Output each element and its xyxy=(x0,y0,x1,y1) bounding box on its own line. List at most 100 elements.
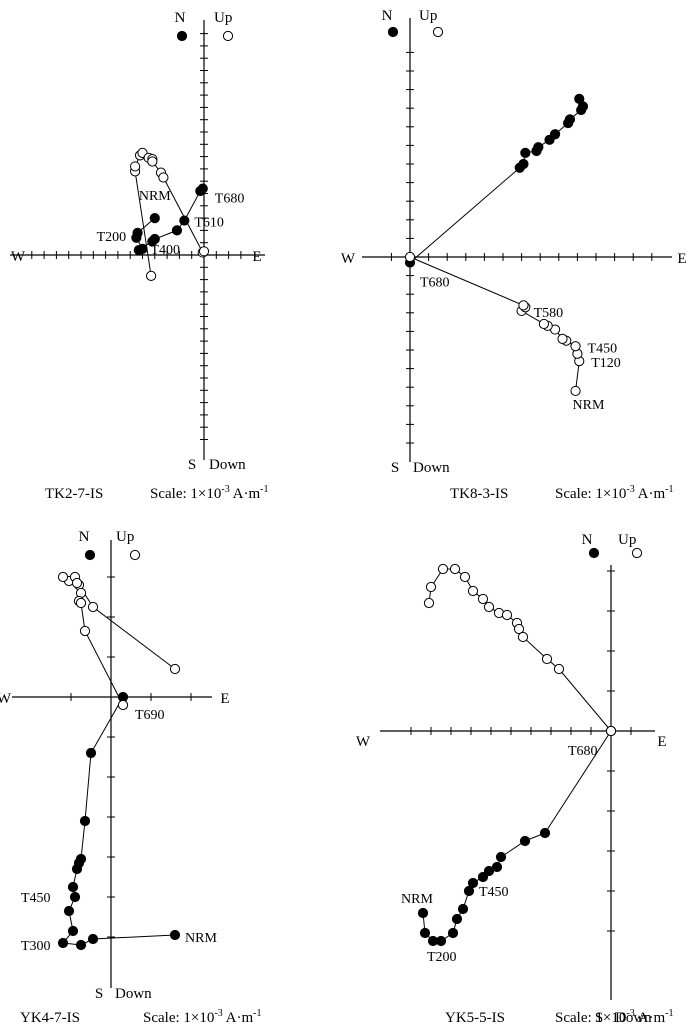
open-data-point xyxy=(404,251,416,263)
west-label: W xyxy=(356,734,371,750)
step-label-t200: T200 xyxy=(97,230,127,245)
north-label: N xyxy=(582,532,593,548)
filled-data-point xyxy=(491,861,503,873)
open-data-point xyxy=(79,625,91,637)
step-label-t450: T450 xyxy=(479,885,509,900)
open-data-point xyxy=(425,581,437,593)
step-label-t450: T450 xyxy=(588,341,618,356)
legend-open-marker xyxy=(129,549,141,561)
sample-name: TK8-3-IS xyxy=(450,486,508,502)
open-data-point xyxy=(169,663,181,675)
open-data-point xyxy=(541,653,553,665)
filled-data-point xyxy=(179,215,190,226)
filled-data-point xyxy=(463,885,475,897)
north-label: N xyxy=(79,529,90,545)
step-label-t580: T580 xyxy=(534,306,564,321)
step-label-nrm: NRM xyxy=(139,189,171,204)
filled-data-point xyxy=(171,225,183,236)
filled-data-point xyxy=(69,891,81,903)
open-data-point xyxy=(553,663,565,675)
open-data-point xyxy=(449,563,461,575)
up-label: Up xyxy=(618,532,636,548)
step-label-t690: T690 xyxy=(135,708,165,723)
legend-filled-marker xyxy=(176,30,188,42)
open-data-point xyxy=(477,593,489,605)
filled-data-point xyxy=(169,929,181,941)
filled-data-point xyxy=(67,881,79,893)
east-label: E xyxy=(252,249,261,265)
legend-open-marker xyxy=(432,26,444,38)
filled-data-point xyxy=(149,233,160,245)
filled-data-point xyxy=(520,147,531,158)
legend-open-marker xyxy=(222,30,234,42)
filled-data-point xyxy=(576,104,587,116)
step-label-t200: T200 xyxy=(427,950,457,965)
filled-data-point xyxy=(67,925,79,937)
south-label: S xyxy=(188,457,196,473)
step-label-t680: T680 xyxy=(420,276,450,291)
open-data-point xyxy=(130,161,141,172)
filled-data-point xyxy=(563,117,574,129)
filled-data-point xyxy=(447,927,459,939)
open-data-point xyxy=(437,563,449,575)
filled-data-point xyxy=(477,871,489,883)
step-label-t610: T610 xyxy=(194,216,224,231)
open-data-point xyxy=(459,571,471,583)
filled-data-point xyxy=(457,903,469,915)
open-data-point xyxy=(75,597,87,609)
open-data-point xyxy=(467,585,479,597)
east-label: E xyxy=(677,251,686,267)
scale-label: Scale: 1×10-3 A·m-1 xyxy=(143,1008,261,1026)
filled-data-point xyxy=(87,933,99,945)
open-data-point xyxy=(198,246,210,257)
step-label-t300: T300 xyxy=(21,939,51,954)
filled-data-point xyxy=(467,877,479,889)
filled-data-point xyxy=(63,905,75,917)
up-label: Up xyxy=(116,529,134,545)
legend-filled-marker xyxy=(84,549,96,561)
open-data-point xyxy=(538,318,550,330)
open-data-point xyxy=(87,601,99,613)
filled-data-point xyxy=(451,913,463,925)
west-label: W xyxy=(11,249,26,265)
filled-data-point xyxy=(519,835,531,847)
open-data-point xyxy=(513,623,525,635)
filled-data-point xyxy=(544,134,555,145)
filled-data-point xyxy=(149,213,160,224)
west-label: W xyxy=(0,691,12,707)
open-data-point xyxy=(423,597,435,609)
step-label-nrm: NRM xyxy=(185,931,217,946)
legend-open-marker xyxy=(631,547,643,559)
open-data-point xyxy=(605,725,617,737)
filled-data-point xyxy=(131,232,142,243)
filled-data-point xyxy=(483,865,495,877)
up-label: Up xyxy=(214,10,232,26)
filled-data-point xyxy=(435,935,447,947)
filled-data-point xyxy=(495,851,507,863)
open-data-point xyxy=(518,300,529,311)
down-label: Down xyxy=(209,457,246,473)
open-data-point xyxy=(501,609,513,621)
open-data-point xyxy=(71,577,83,589)
legend-filled-marker xyxy=(387,26,399,38)
step-label-nrm: NRM xyxy=(401,892,433,907)
open-data-point xyxy=(57,571,69,583)
down-label: Down xyxy=(413,460,450,476)
filled-data-point xyxy=(75,853,87,865)
sample-name: YK4-7-IS xyxy=(20,1010,80,1026)
open-data-point xyxy=(557,333,568,344)
open-data-point xyxy=(517,631,529,643)
open-data-point xyxy=(570,341,581,352)
open-data-point xyxy=(158,172,169,183)
filled-data-point xyxy=(514,162,525,173)
filled-data-point xyxy=(75,939,87,951)
scale-label: Scale: 1×10-3 A·m-1 xyxy=(555,1008,673,1026)
south-label: S xyxy=(595,1010,603,1026)
filled-data-point xyxy=(531,145,542,157)
filled-data-point xyxy=(79,815,91,827)
east-label: E xyxy=(220,691,229,707)
